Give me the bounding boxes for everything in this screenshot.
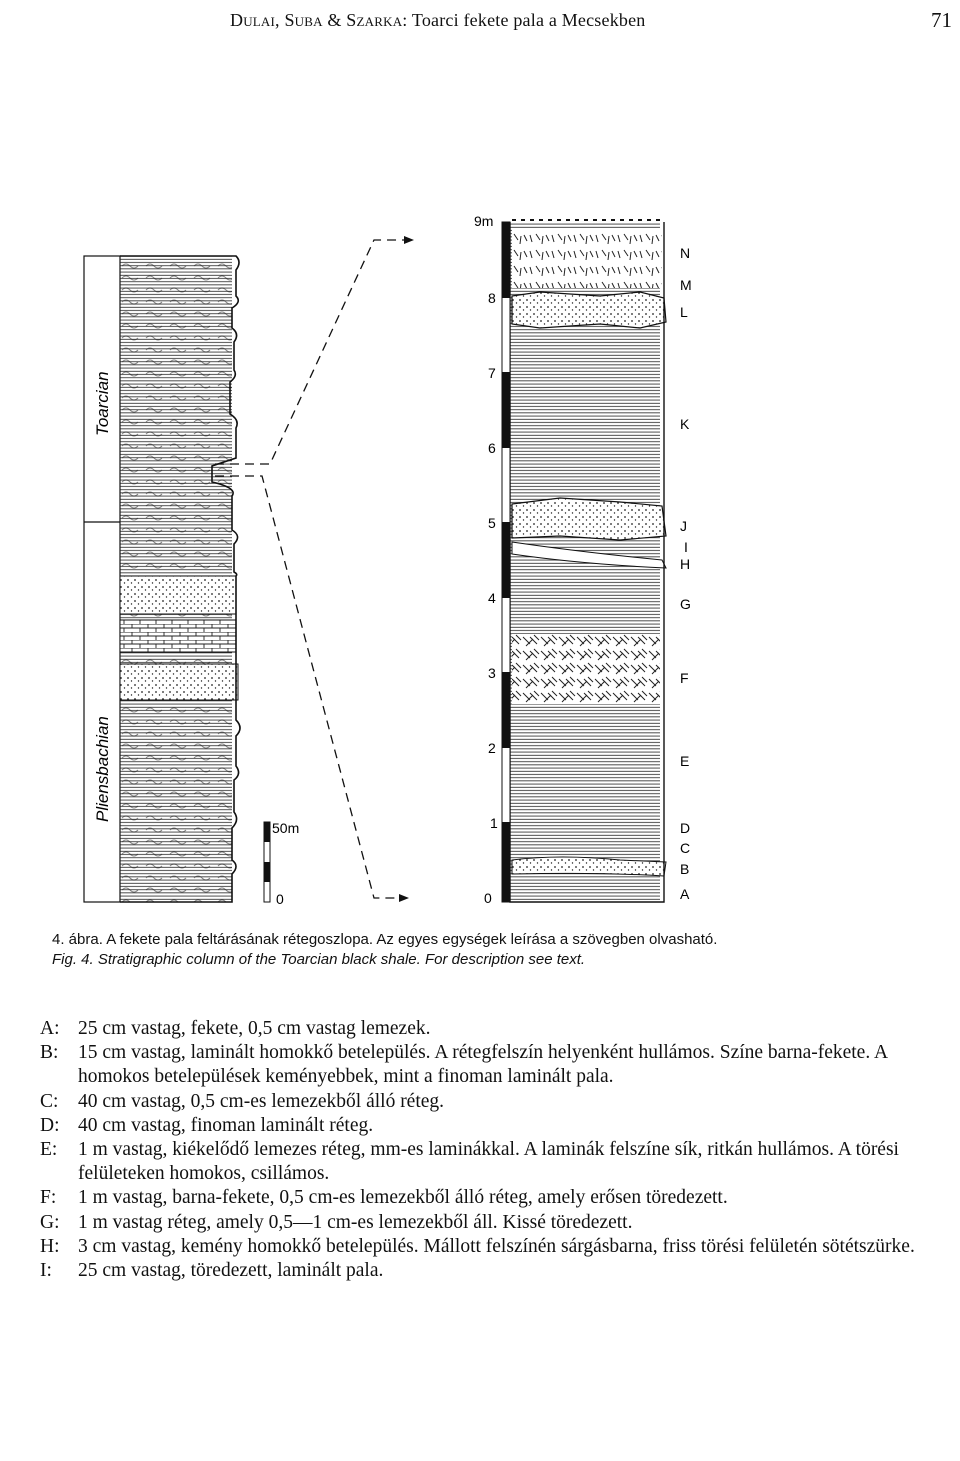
meter-ticks: 9m 8 7 6 5 4 3 2 1 0 [474,213,498,906]
description-F: F: 1 m vastag, barna-fekete, 0,5 cm-es l… [40,1186,960,1210]
page-number: 71 [931,8,952,32]
scale-bottom-label: 0 [276,891,284,907]
unit-labels: N M L K J I H G F E D C B A [680,245,692,902]
unit-D: D [680,820,690,836]
scale-top-label: 50m [272,820,299,836]
description-letter: E: [40,1139,58,1161]
unit-G: G [680,596,691,612]
unit-F: F [680,670,689,686]
scale-bar: 50m 0 [263,820,299,907]
description-text: 40 cm vastag, 0,5 cm-es lemezekből álló … [78,1090,445,1112]
description-text: 1 m vastag réteg, amely 0,5—1 cm-es leme… [78,1211,633,1233]
description-text: 25 cm vastag, töredezett, laminált pala. [78,1260,384,1282]
description-A: A: 25 cm vastag, fekete, 0,5 cm vastag l… [40,1017,960,1041]
description-text: 1 m vastag, kiékelődő lemezes réteg, mm-… [78,1139,899,1185]
tick-5: 5 [488,515,496,531]
connector-lines [215,239,410,899]
unit-C: C [680,840,690,856]
description-text: 25 cm vastag, fekete, 0,5 cm vastag leme… [78,1018,431,1039]
description-letter: H: [40,1235,60,1257]
right-column [501,219,667,903]
unit-K: K [680,416,690,432]
description-I: I: 25 cm vastag, töredezett, laminált pa… [40,1259,960,1283]
figure-caption: 4. ábra. A fekete pala feltárásának réte… [52,930,952,970]
unit-J: J [680,518,687,534]
description-G: G: 1 m vastag réteg, amely 0,5—1 cm-es l… [40,1211,960,1235]
description-letter: I: [40,1260,52,1282]
tick-6: 6 [488,440,496,456]
description-H: H: 3 cm vastag, kemény homokkő betelepül… [40,1235,960,1259]
description-C: C: 40 cm vastag, 0,5 cm-es lemezekből ál… [40,1090,960,1114]
description-letter: B: [40,1042,59,1064]
tick-1: 1 [490,815,498,831]
tick-8: 8 [488,290,496,306]
stage-label-toarcian: Toarcian [93,371,112,436]
description-letter: G: [40,1211,60,1233]
tick-9m: 9m [474,213,493,229]
description-text: 15 cm vastag, laminált homokkő betelepül… [78,1042,888,1088]
description-D: D: 40 cm vastag, finoman laminált réteg. [40,1114,960,1138]
description-E: E: 1 m vastag, kiékelődő lemezes réteg, … [40,1138,960,1186]
description-letter: A: [40,1018,60,1039]
caption-english: Fig. 4. Stratigraphic column of the Toar… [52,951,586,968]
description-letter: C: [40,1090,59,1112]
description-text: 40 cm vastag, finoman laminált réteg. [78,1114,374,1136]
unit-B: B [680,861,689,877]
description-letter: D: [40,1114,60,1136]
unit-H: H [680,556,690,572]
caption-hungarian: 4. ábra. A fekete pala feltárásának réte… [52,931,718,948]
unit-E: E [680,753,689,769]
left-column: Toarcian Pliensbachian [83,255,241,903]
description-letter: F: [40,1187,57,1209]
tick-2: 2 [488,740,496,756]
description-text: 3 cm vastag, kemény homokkő betelepülés.… [78,1235,915,1257]
unit-descriptions: A: 25 cm vastag, fekete, 0,5 cm vastag l… [40,1017,960,1283]
tick-7: 7 [488,365,496,381]
unit-L: L [680,304,688,320]
unit-I: I [684,539,688,555]
stratigraphic-figure: Toarcian Pliensbachian 50m 0 [83,213,692,907]
page-header: Dulai, Suba & Szarka: Toarci fekete pala… [0,6,960,36]
unit-M: M [680,277,692,293]
running-head: Dulai, Suba & Szarka: Toarci fekete pala… [230,10,646,31]
description-text: 1 m vastag, barna-fekete, 0,5 cm-es leme… [78,1187,728,1209]
authors: Dulai, Suba & Szarka: [230,10,408,30]
stage-label-pliensbachian: Pliensbachian [93,716,112,822]
description-B: B: 15 cm vastag, laminált homokkő betele… [40,1041,960,1089]
unit-A: A [680,886,690,902]
tick-4: 4 [488,590,496,606]
short-title: Toarci fekete pala a Mecsekben [411,10,646,30]
tick-0: 0 [484,890,492,906]
unit-N: N [680,245,690,261]
tick-3: 3 [488,665,496,681]
